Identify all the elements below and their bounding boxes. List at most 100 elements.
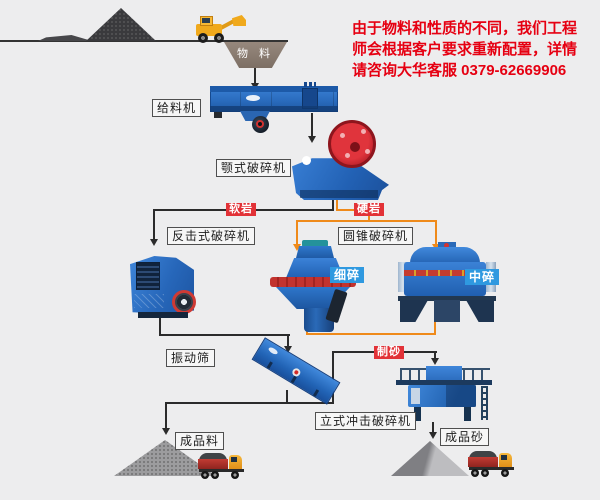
service-notice: 由于物料和性质的不同，我们工程 师会根据客户要求重新配置，详情 请咨询大华客服 …: [352, 18, 577, 81]
flow-line: [153, 211, 155, 241]
flywheel-bolt: [345, 153, 350, 158]
cone-red-stripe: [404, 270, 486, 276]
finished-sand-pile: [391, 441, 469, 476]
flow-line: [434, 353, 436, 359]
flywheel-bolt: [361, 129, 366, 134]
truck-bed: [198, 459, 228, 469]
cone-stand-bar: [398, 296, 496, 301]
truck-window: [231, 457, 237, 462]
material-label: 物 料: [236, 48, 275, 60]
tag-soft-rock: 软岩: [226, 203, 256, 216]
flow-line: [432, 422, 434, 433]
tag-sand-making: 制砂: [374, 346, 404, 359]
flow-line: [434, 318, 436, 334]
vsi-cylinder: [411, 388, 420, 404]
loader-wheel: [214, 33, 224, 43]
flow-line: [336, 209, 358, 211]
feeder-rail: [210, 86, 338, 92]
cone-leg: [466, 300, 494, 322]
brand-logo-icon: [246, 95, 260, 101]
truck-bed: [468, 457, 498, 467]
truck-wheel: [501, 469, 509, 477]
flywheel-bolt: [340, 133, 345, 138]
jaw-base-shade: [300, 190, 378, 198]
impact-grille: [136, 262, 160, 290]
small-mound: [38, 35, 92, 41]
cone-red-ring: [270, 277, 356, 287]
loader-window: [202, 18, 210, 23]
flow-line: [435, 222, 437, 246]
machine-vibrating-screen-illustration: [248, 337, 344, 405]
cone-pedestal: [434, 300, 460, 322]
feeder-motor: [252, 116, 269, 133]
wheel-loader-icon: [186, 12, 248, 44]
machine-vsi-crusher-illustration: [394, 364, 498, 424]
flow-line: [306, 333, 436, 335]
flow-line: [368, 215, 370, 221]
dump-truck-icon: [198, 450, 248, 480]
label-impact-crusher: 反击式破碎机: [167, 227, 256, 245]
notice-line-2: 师会根据客户要求重新配置，详情: [352, 41, 578, 58]
feeder-springs: [304, 82, 316, 87]
cone-leg: [400, 300, 428, 322]
cone-cylinder: [398, 262, 408, 292]
truck-load: [469, 451, 497, 459]
flow-line: [165, 404, 167, 429]
arrow-down-icon: [293, 244, 301, 251]
feeder-foot: [214, 112, 222, 118]
label-jaw-crusher: 颚式破碎机: [216, 159, 292, 177]
label-cone-crusher: 圆锥破碎机: [338, 227, 414, 245]
ground-line: [0, 40, 288, 42]
raw-material-pile: [86, 8, 156, 41]
cone-dome: [410, 247, 480, 263]
flow-line: [159, 334, 290, 336]
impact-base: [138, 312, 188, 318]
flow-line: [336, 197, 338, 210]
label-vsi-crusher: 立式冲击破碎机: [315, 412, 417, 430]
vsi-leg: [414, 407, 421, 421]
notice-line-3: 请咨询大华客服 0379-62669906: [352, 62, 567, 79]
flow-line: [332, 197, 334, 210]
vsi-deck: [396, 380, 492, 385]
truck-wheel: [471, 469, 479, 477]
arrow-down-icon: [162, 428, 170, 435]
truck-wheel: [211, 471, 219, 479]
flow-line: [254, 68, 256, 84]
flow-line: [159, 316, 161, 336]
flow-line: [311, 113, 313, 138]
feeder-base-strip: [210, 106, 338, 112]
dump-truck-icon: [468, 448, 518, 478]
cone-hopper: [296, 246, 334, 258]
loader-wheel: [198, 33, 208, 43]
feeder-panels: [210, 92, 338, 106]
label-vibrating-screen: 振动筛: [166, 349, 216, 367]
truck-load: [199, 453, 227, 461]
flywheel-hub: [350, 142, 360, 152]
truck-wheel: [201, 471, 209, 479]
screen-support: [312, 389, 320, 397]
screen-support: [290, 375, 297, 384]
impact-hatch: [134, 294, 164, 308]
label-feeder: 给料机: [152, 99, 202, 117]
tag-hard-rock: 硬岩: [354, 203, 384, 216]
cone-cap-dot: [444, 243, 449, 248]
notice-line-1: 由于物料和性质的不同，我们工程: [352, 20, 578, 37]
flow-line: [286, 390, 288, 403]
machine-cone-crusher-fine-illustration: [266, 240, 360, 334]
arrow-down-icon: [431, 358, 439, 365]
material-hopper: 物 料: [224, 42, 287, 68]
jaw-flywheel: [328, 120, 376, 168]
loader-bucket: [232, 15, 246, 26]
tag-medium-crushing: 中碎: [465, 269, 500, 285]
truck-chassis: [469, 467, 514, 470]
truck-chassis: [199, 469, 244, 472]
machine-jaw-crusher-illustration: [288, 118, 396, 202]
arrow-down-icon: [150, 239, 158, 246]
tag-fine-crushing: 细碎: [330, 267, 365, 283]
vsi-shade: [446, 385, 476, 407]
label-finished-sand: 成品砂: [440, 428, 490, 446]
flow-line: [287, 336, 289, 347]
flow-line: [165, 402, 334, 404]
vsi-leg: [464, 407, 471, 421]
